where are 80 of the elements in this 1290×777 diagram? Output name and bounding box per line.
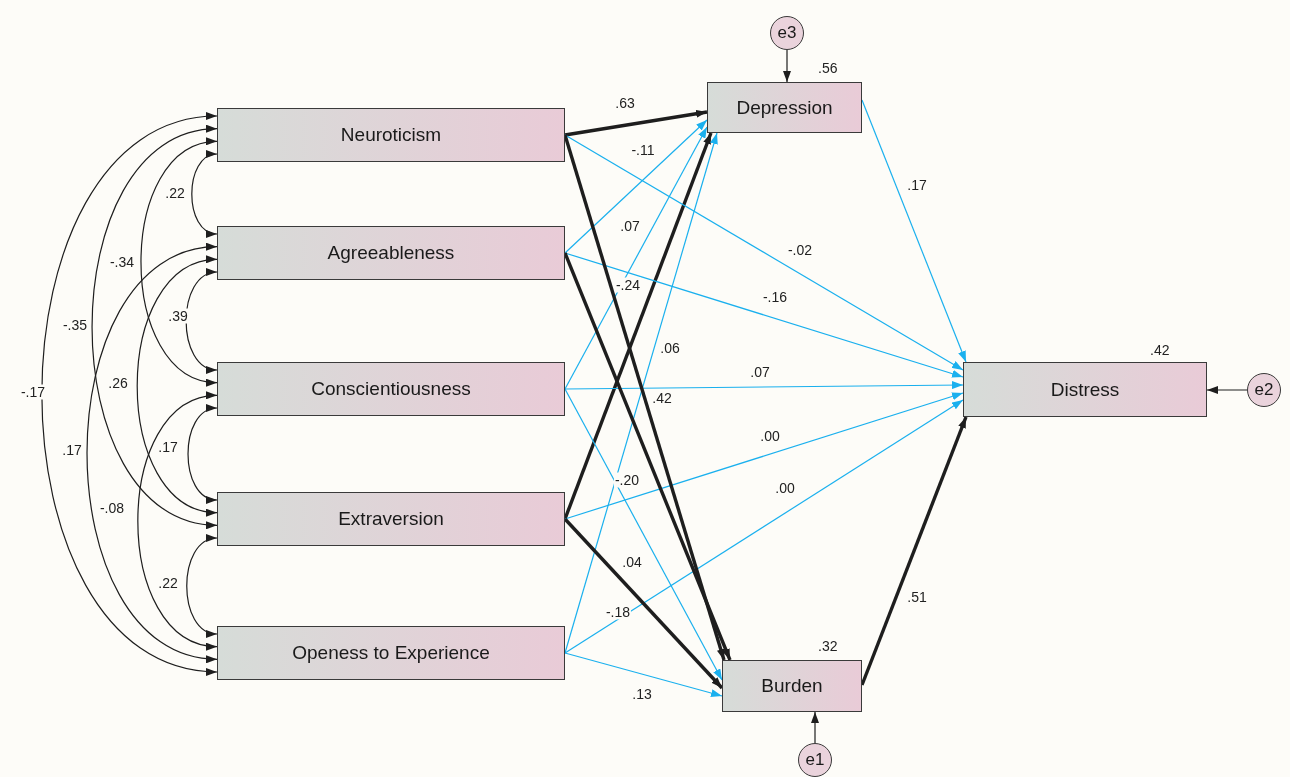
path-arrow: [563, 517, 724, 690]
edge-label: -.18: [604, 604, 632, 620]
variable-label: Extraversion: [338, 508, 444, 530]
variable-label: Neuroticism: [340, 124, 442, 146]
edge-label: -.08: [98, 500, 126, 516]
correlation-arrow: [137, 393, 218, 649]
variable-label: Openess to Experience: [292, 642, 490, 664]
error-term-label: e2: [1254, 380, 1274, 400]
edge-label: .13: [631, 686, 653, 702]
path-arrow: [564, 388, 723, 681]
correlation-arrow: [91, 126, 218, 528]
path-arrow: [564, 126, 708, 390]
variable-box: [217, 626, 565, 680]
edge-label: .00: [759, 428, 781, 444]
path-arrow: [564, 109, 708, 137]
path-arrow: [563, 252, 732, 661]
edge-label: -.16: [761, 289, 789, 305]
edge-label: -.34: [108, 254, 136, 270]
correlation-arrow: [86, 244, 218, 662]
variable-label: Distress: [1050, 378, 1120, 401]
r-squared-value: .32: [818, 638, 838, 654]
path-arrow: [564, 381, 964, 390]
path-arrow: [564, 119, 708, 254]
edge-label: .17: [906, 177, 928, 193]
correlation-arrow: [186, 536, 218, 636]
variable-label: Burden: [761, 675, 823, 697]
correlation-arrow: [41, 114, 218, 674]
correlation-arrow: [185, 270, 218, 372]
edge-label: -.24: [614, 277, 642, 293]
variable-label: Agreeableness: [327, 242, 455, 264]
variable-box: [963, 362, 1207, 417]
error-circle: [1247, 373, 1281, 407]
edge-label: .17: [61, 442, 83, 458]
edge-label: .07: [619, 218, 641, 234]
edge-label: .63: [614, 95, 636, 111]
error-arrow: [783, 49, 791, 83]
variable-box: [217, 362, 565, 416]
edge-label: .22: [157, 575, 179, 591]
correlation-arrow: [136, 257, 218, 515]
path-arrow: [564, 392, 964, 520]
variable-box: [217, 226, 565, 280]
path-arrow: [860, 416, 968, 686]
edge-label: .26: [107, 375, 129, 391]
edge-label: .42: [651, 390, 673, 406]
edge-label: .22: [164, 185, 186, 201]
variable-box: [217, 492, 565, 546]
edge-label: .17: [157, 439, 179, 455]
edge-label: .06: [659, 340, 681, 356]
edge-label: .39: [167, 308, 189, 324]
variable-box: [707, 82, 862, 133]
r-squared-value: .42: [1150, 342, 1170, 358]
edge-label: -.35: [61, 317, 89, 333]
correlation-arrow: [140, 139, 218, 385]
edge-label: -.17: [19, 384, 47, 400]
correlation-arrow: [191, 152, 218, 236]
path-arrow: [564, 134, 964, 371]
error-circle: [770, 16, 804, 50]
edge-label: -.20: [613, 472, 641, 488]
variable-label: Depression: [736, 96, 833, 119]
edge-label: .00: [774, 480, 796, 496]
edge-label: .07: [749, 364, 771, 380]
edge-label: .04: [621, 554, 643, 570]
path-arrow: [563, 132, 713, 520]
error-arrow: [1206, 386, 1248, 394]
edge-label: -.02: [786, 242, 814, 258]
path-arrow: [564, 652, 723, 697]
edge-label: .51: [906, 589, 928, 605]
variable-box: [722, 660, 862, 712]
error-arrow: [811, 711, 819, 744]
variable-label: Conscientiousness: [311, 378, 471, 400]
path-arrow: [564, 252, 964, 378]
error-term-label: e1: [805, 750, 825, 770]
correlation-arrow: [187, 406, 218, 502]
error-term-label: e3: [777, 23, 797, 43]
edge-label: -.11: [630, 142, 656, 158]
error-circle: [798, 743, 832, 777]
r-squared-value: .56: [818, 60, 838, 76]
variable-box: [217, 108, 565, 162]
path-arrow: [564, 399, 964, 654]
path-arrow: [861, 99, 967, 363]
